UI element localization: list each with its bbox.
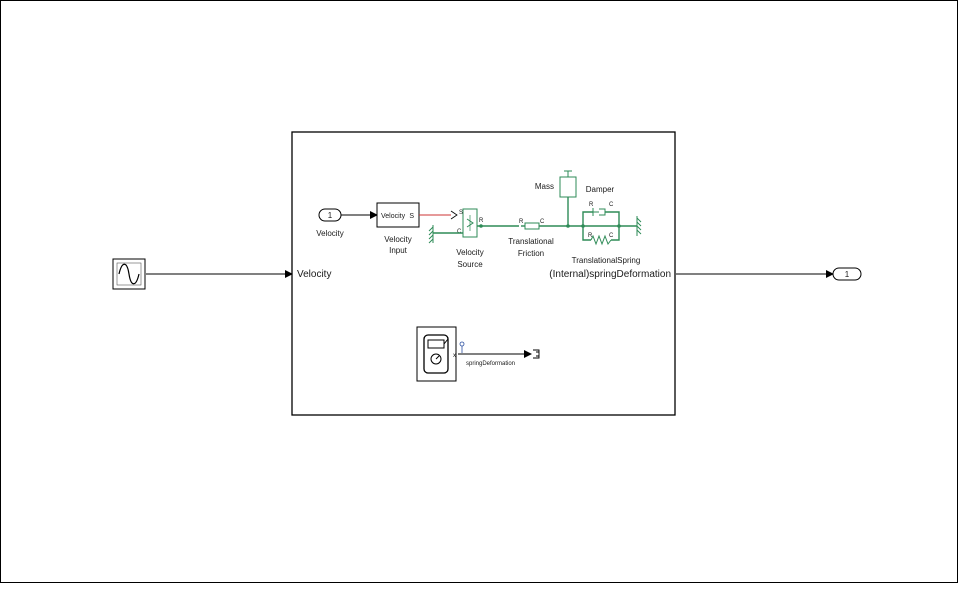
friction-port-c: C [540, 219, 545, 225]
sine-wave-icon [118, 263, 140, 285]
multimeter-icon [423, 334, 449, 374]
outport-block[interactable]: 1 [832, 267, 862, 281]
source-input-arrow [450, 210, 458, 220]
sine-wave-block[interactable] [112, 258, 146, 290]
outport-number: 1 [845, 270, 850, 279]
velocity-source-caption-line2: Source [457, 260, 483, 269]
translational-spring-block[interactable]: R C [582, 226, 620, 246]
inport-block[interactable]: 1 [318, 208, 342, 222]
velocity-source-port-s: S [459, 210, 463, 216]
subsystem-input-port-label: Velocity [297, 269, 331, 280]
terminator-block[interactable] [533, 349, 540, 359]
spring-port-c: C [609, 233, 614, 239]
velocity-source-port-r: R [479, 218, 484, 224]
mass-block[interactable] [559, 170, 577, 226]
friction-port-r: R [519, 219, 524, 225]
inport-number: 1 [328, 211, 333, 220]
mass-label: Mass [535, 182, 554, 191]
inport-label: Velocity [316, 229, 344, 238]
velocity-input-inner-label: Velocity [381, 213, 406, 220]
damper-block[interactable]: R C [582, 202, 620, 226]
velocity-source-block[interactable]: S R C [457, 208, 484, 238]
ground-reference-right [619, 216, 642, 236]
probe-port-x: x [453, 353, 456, 359]
probe-connection-marker [459, 341, 465, 353]
subsystem-block[interactable] [291, 131, 676, 416]
ground-reference-left [428, 225, 463, 244]
damper-port-r: R [589, 202, 594, 208]
subsystem-output-port-label: (Internal)springDeformation [549, 269, 671, 280]
probe-block[interactable]: x [416, 326, 457, 382]
velocity-input-port: S [409, 213, 414, 220]
spring-port-r: R [588, 233, 593, 239]
probe-signal-label: springDeformation [466, 361, 515, 367]
velocity-source-port-c: C [457, 229, 462, 235]
spring-caption: TranslationalSpring [572, 256, 641, 265]
damper-port-c: C [609, 202, 614, 208]
velocity-input-caption-line1: Velocity [384, 235, 412, 244]
velocity-source-caption-line1: Velocity [456, 248, 484, 257]
velocity-input-block[interactable]: Velocity S [376, 202, 420, 228]
damper-label: Damper [586, 185, 615, 194]
friction-caption-line2: Friction [518, 249, 544, 258]
friction-caption-line1: Translational [508, 237, 554, 246]
velocity-input-caption-line2: Input [389, 246, 408, 255]
